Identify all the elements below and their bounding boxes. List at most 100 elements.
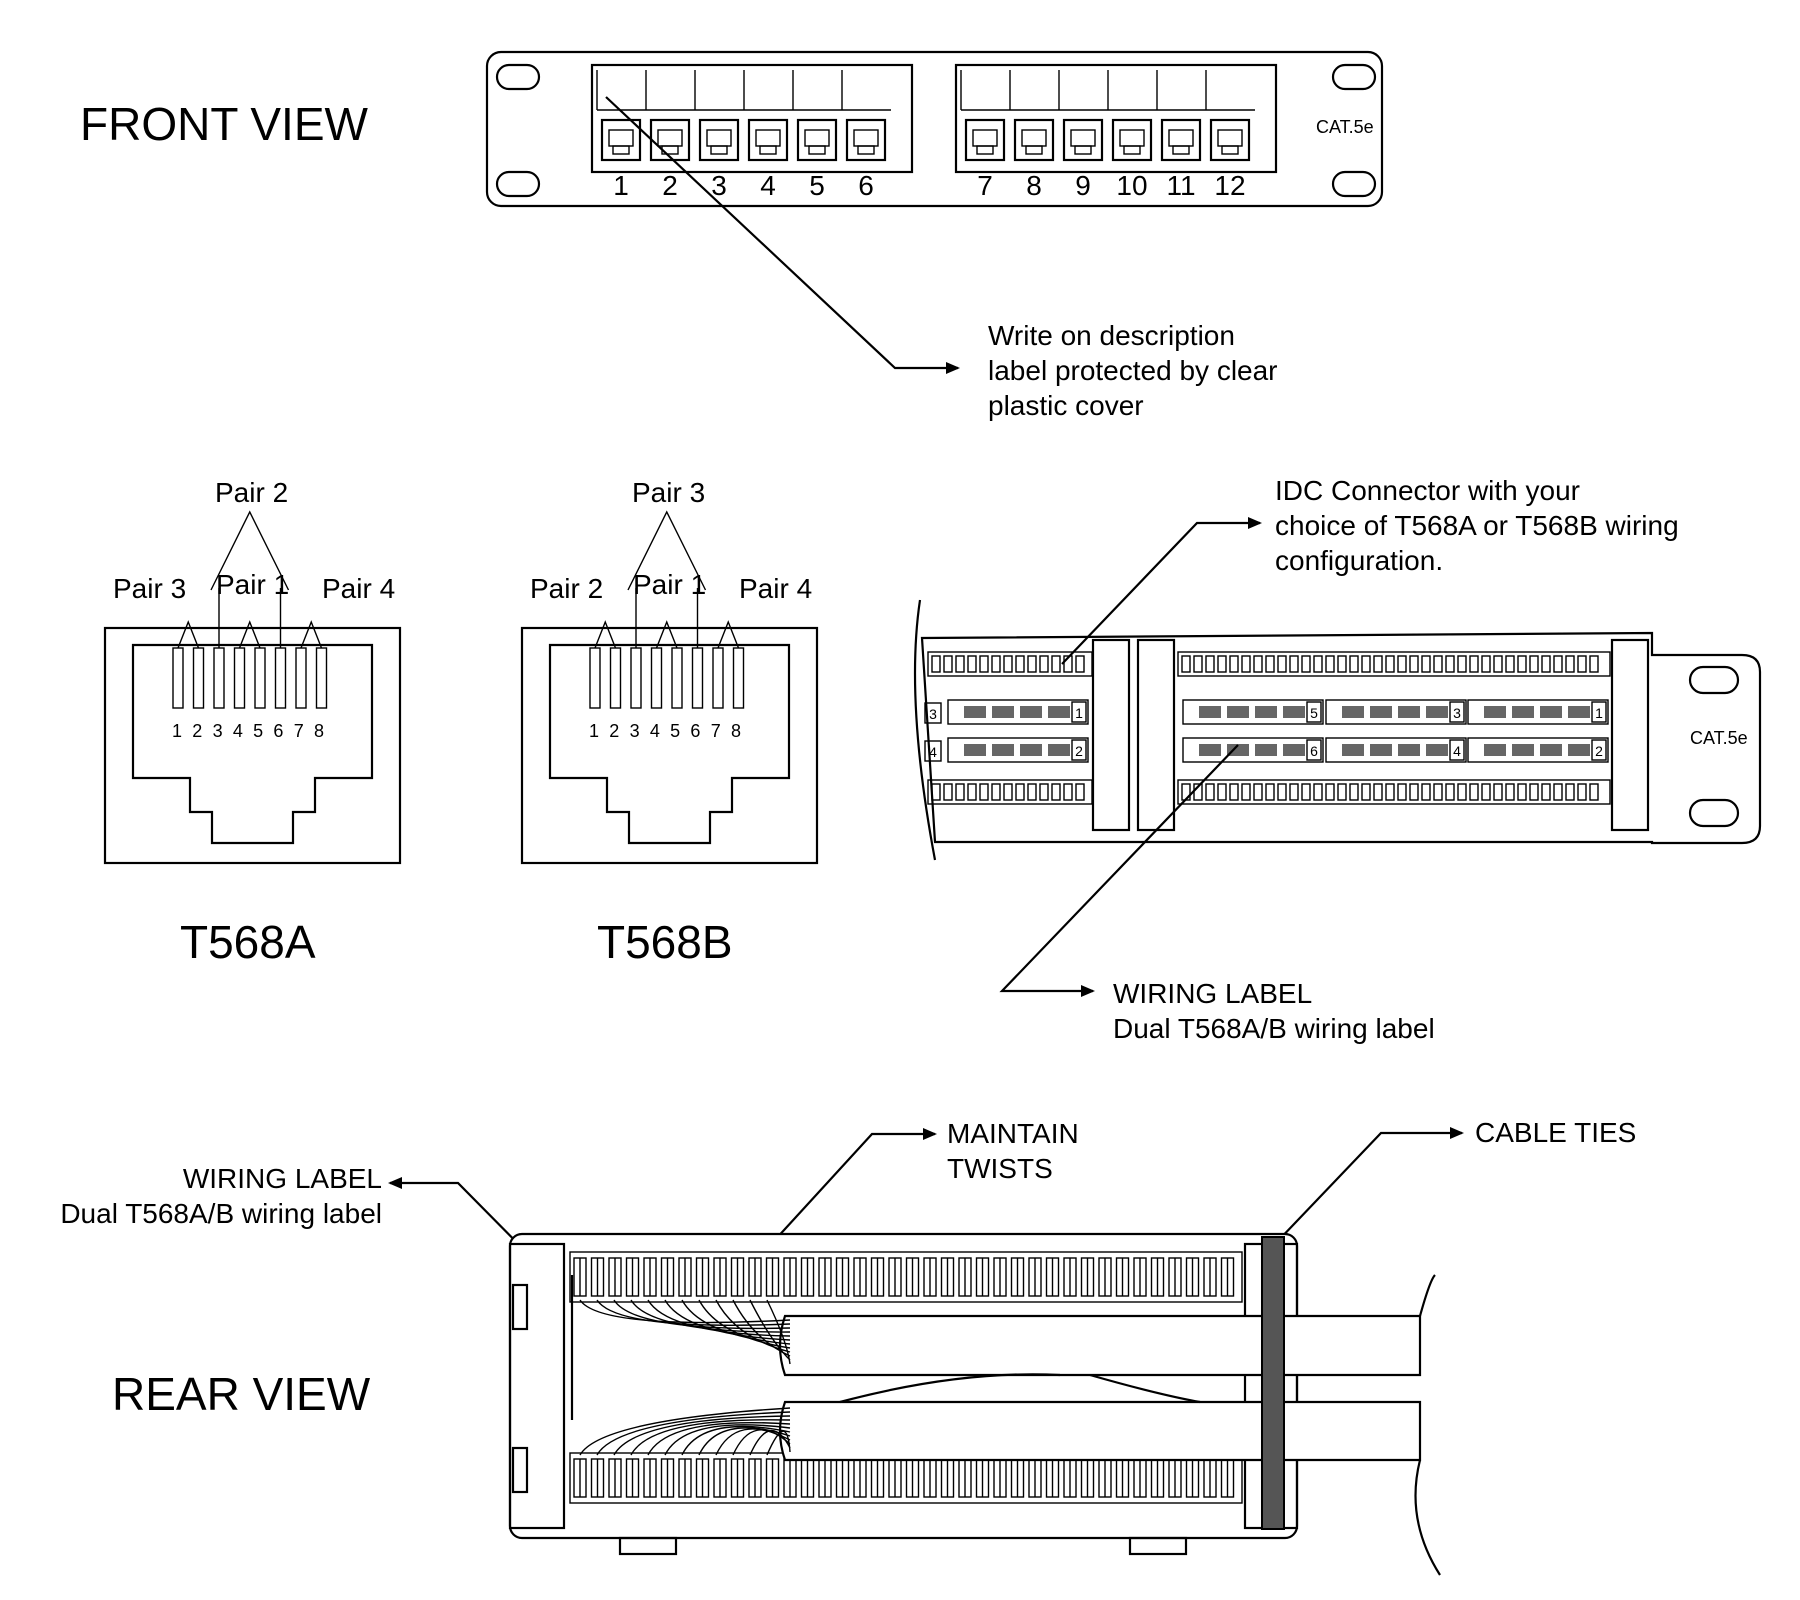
port-number: 11	[1166, 170, 1195, 201]
idc-slot	[1313, 783, 1323, 801]
idc-slot	[943, 655, 953, 673]
idc-slot	[1253, 783, 1263, 801]
port-number: 7	[977, 170, 993, 201]
wire-color-code	[992, 706, 1014, 718]
module-number: 3	[929, 706, 937, 722]
idc-slot	[1433, 655, 1443, 673]
wire-color-code	[1342, 706, 1364, 718]
pair-marker	[300, 620, 323, 649]
mount-slot	[1688, 665, 1740, 695]
rear-foot	[1128, 1536, 1188, 1556]
idc-slot	[1553, 783, 1563, 801]
wire-color-code	[964, 744, 986, 756]
description-callout-line2: label protected by clear	[988, 355, 1278, 386]
idc-slot	[1051, 783, 1061, 801]
wiring-label-right-line2: Dual T568A/B wiring label	[1113, 1013, 1435, 1044]
twisted-wire	[766, 1430, 791, 1456]
idc-slot	[979, 655, 989, 673]
t568b-pair-top: Pair 3	[632, 477, 705, 508]
wire-color-code	[1020, 706, 1042, 718]
idc-slot	[1517, 655, 1527, 673]
panel-divider	[1610, 638, 1650, 832]
module-number: 4	[1453, 743, 1461, 759]
wire-color-code	[1512, 706, 1534, 718]
wire-color-code	[1568, 706, 1590, 718]
wire-color-code	[1370, 744, 1392, 756]
port-number: 6	[858, 170, 874, 201]
twisted-wire	[766, 1299, 791, 1365]
idc-slot	[1277, 783, 1287, 801]
pair-top-marker	[627, 510, 707, 648]
wire-color-code	[1048, 706, 1070, 718]
idc-slot	[1051, 655, 1061, 673]
idc-slot	[1553, 655, 1563, 673]
wiring-label-left-line2: Dual T568A/B wiring label	[60, 1198, 382, 1229]
twisted-wire	[681, 1425, 791, 1456]
rear-panel	[508, 1232, 1441, 1576]
twisted-wire	[647, 1299, 791, 1337]
twisted-wire	[715, 1428, 791, 1456]
idc-slot	[931, 655, 941, 673]
idc-slot	[1481, 783, 1491, 801]
t568a-pair-top: Pair 2	[215, 477, 288, 508]
pair-marker	[717, 620, 740, 649]
twisted-wire	[630, 1419, 791, 1456]
wiring-label-block	[1325, 699, 1467, 725]
port-number: 2	[662, 170, 678, 201]
idc-slot	[1337, 783, 1347, 801]
idc-slot	[1063, 783, 1073, 801]
idc-slot	[1505, 655, 1515, 673]
idc-slot	[1075, 655, 1085, 673]
t568a-pair-right: Pair 4	[322, 573, 395, 604]
wire-color-code	[1484, 744, 1506, 756]
t568a-pair-left: Pair 3	[113, 573, 186, 604]
rj45-port	[1111, 118, 1153, 162]
twisted-wire	[613, 1415, 791, 1456]
idc-slot	[1217, 783, 1227, 801]
idc-slot	[1265, 783, 1275, 801]
idc-slot	[1529, 655, 1539, 673]
idc-slot	[1469, 783, 1479, 801]
twisted-wire	[647, 1421, 791, 1456]
wiring-label-block	[1182, 737, 1324, 763]
wiring-label-block	[947, 737, 1089, 763]
idc-slot	[1577, 655, 1587, 673]
wire-color-code	[1370, 706, 1392, 718]
idc-slot	[991, 783, 1001, 801]
idc-slot	[1457, 655, 1467, 673]
wiring-label-block	[1182, 699, 1324, 725]
idc-slot	[1027, 783, 1037, 801]
idc-slot	[967, 783, 977, 801]
t568b-pair-right: Pair 4	[739, 573, 812, 604]
maintain-twists-line1: MAINTAIN	[947, 1118, 1079, 1149]
rj45-port	[747, 118, 789, 162]
idc-slot	[1565, 655, 1575, 673]
idc-slot	[1229, 783, 1239, 801]
idc-slot	[1361, 783, 1371, 801]
wire-color-code	[1227, 744, 1249, 756]
rear-cat-label: CAT.5e	[1690, 728, 1748, 748]
idc-slot	[1469, 655, 1479, 673]
idc-slot	[1301, 783, 1311, 801]
wire-color-code	[1398, 744, 1420, 756]
module-number: 1	[1075, 705, 1083, 721]
idc-slot	[1541, 655, 1551, 673]
port-group-right	[954, 63, 1278, 174]
wire-color-code	[1255, 744, 1277, 756]
cable-ties-leader	[1274, 1127, 1464, 1245]
idc-slot	[1289, 655, 1299, 673]
wire-color-code	[1342, 744, 1364, 756]
idc-callout-line3: configuration.	[1275, 545, 1443, 576]
module-number: 3	[1453, 705, 1461, 721]
module-number: 6	[1310, 743, 1318, 759]
idc-slot	[1397, 655, 1407, 673]
port-number: 9	[1075, 170, 1091, 201]
twisted-wire	[749, 1299, 791, 1361]
wire-color-code	[1227, 706, 1249, 718]
twisted-wire	[596, 1411, 791, 1456]
rear-clip	[511, 1446, 529, 1494]
wiring-label-block	[947, 699, 1089, 725]
rj45-port	[1013, 118, 1055, 162]
wire-color-code	[1512, 744, 1534, 756]
